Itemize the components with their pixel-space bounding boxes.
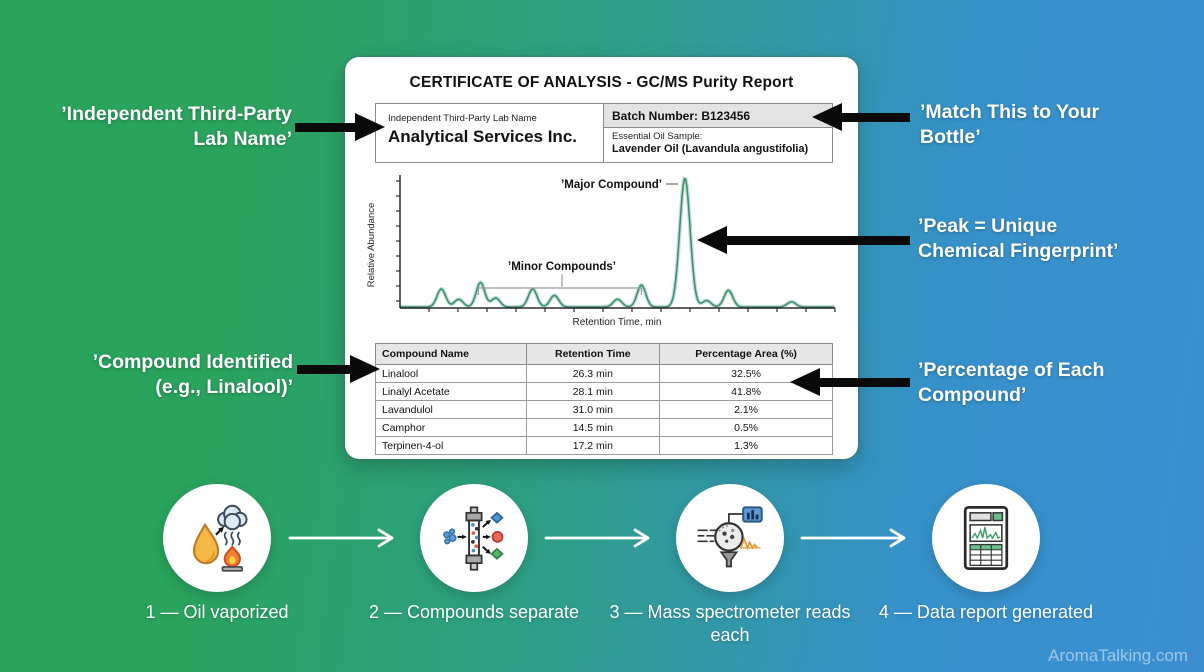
- step-3-label: 3 — Mass spectrometer reads each: [609, 602, 851, 645]
- table-cell: 2.1%: [659, 400, 833, 419]
- table-cell: 1.3%: [659, 436, 833, 455]
- minor-compounds-bracket: [477, 287, 643, 295]
- step-3-circle: [676, 484, 784, 592]
- table-cell: Camphor: [375, 418, 527, 437]
- table-cell: 26.3 min: [525, 364, 661, 383]
- minor-compounds-annotation: ’Minor Compounds’: [508, 261, 616, 273]
- table-cell: Linalool: [375, 364, 527, 383]
- table-cell: Linalyl Acetate: [375, 382, 527, 401]
- oil-vaporization-icon: [192, 504, 248, 572]
- table-cell: Lavandulol: [375, 400, 527, 419]
- step-2-label: 2 — Compounds separate: [368, 602, 580, 622]
- lab-label: Independent Third-Party Lab Name: [388, 113, 537, 124]
- sample-label: Essential Oil Sample:: [612, 131, 703, 142]
- y-ticks: [396, 180, 400, 302]
- watermark: AromaTalking.com: [1048, 646, 1188, 665]
- mass-spectrometer-icon: [697, 506, 763, 568]
- callout-compound-identified: ’Compound Identified (e.g., Linalool)’: [92, 351, 293, 398]
- arrow-to-percentage-column: [790, 368, 910, 396]
- column-header-compound: Compound Name: [375, 343, 527, 365]
- flow-arrow-3: [800, 528, 906, 548]
- x-axis-label: Retention Time, min: [573, 317, 662, 328]
- callout-peak-fingerprint: ’Peak = Unique Chemical Fingerprint’: [918, 215, 1119, 262]
- sample-value: Lavender Oil (Lavandula angustifolia): [612, 143, 809, 155]
- table-cell: 28.1 min: [525, 382, 661, 401]
- table-header-row: Compound Name Retention Time Percentage …: [375, 343, 833, 365]
- lab-name: Analytical Services Inc.: [388, 127, 577, 146]
- table-cell: Terpinen-4-ol: [375, 436, 527, 455]
- callout-percentage: ’Percentage of Each Compound’: [918, 359, 1105, 406]
- separation-column-icon: [443, 506, 504, 571]
- table-cell: 0.5%: [659, 418, 833, 437]
- flow-arrow-1: [288, 528, 394, 548]
- step-4-label: 4 — Data report generated: [878, 602, 1094, 622]
- certificate-title: CERTIFICATE OF ANALYSIS - GC/MS Purity R…: [409, 74, 794, 91]
- chromatogram-chart: ’Major Compound’ ’Minor Compounds’ Reten…: [360, 167, 848, 337]
- lab-cell: Independent Third-Party Lab Name Analyti…: [376, 104, 604, 162]
- y-axis-label: Relative Abundance: [366, 203, 377, 288]
- step-1-label: 1 — Oil vaporized: [145, 602, 289, 622]
- data-report-icon: [963, 506, 1009, 570]
- sample-cell: Batch Number: B123456 Essential Oil Samp…: [604, 104, 832, 162]
- certificate-header-box: Independent Third-Party Lab Name Analyti…: [375, 103, 833, 163]
- chromatogram-trace: [400, 177, 835, 308]
- table-cell: 14.5 min: [525, 418, 661, 437]
- step-2-circle: [420, 484, 528, 592]
- step-4-circle: [932, 484, 1040, 592]
- flow-arrow-2: [544, 528, 650, 548]
- major-compound-annotation: ’Major Compound’: [561, 179, 662, 191]
- step-1-circle: [163, 484, 271, 592]
- compound-table: Compound Name Retention Time Percentage …: [375, 343, 833, 455]
- column-header-percentage: Percentage Area (%): [659, 343, 833, 365]
- batch-number: Batch Number: B123456: [604, 104, 832, 128]
- table-cell: 17.2 min: [525, 436, 661, 455]
- arrow-to-lab-name: [295, 113, 385, 141]
- x-ticks: [428, 308, 836, 312]
- arrow-to-batch-number: [812, 103, 910, 131]
- certificate-card: CERTIFICATE OF ANALYSIS - GC/MS Purity R…: [345, 57, 858, 459]
- arrow-to-compound-row: [297, 355, 380, 383]
- callout-lab-name: ’Independent Third-Party Lab Name’: [61, 103, 292, 150]
- table-cell: 41.8%: [659, 382, 833, 401]
- callout-match-bottle: ’Match This to Your Bottle’: [920, 101, 1100, 148]
- table-cell: 31.0 min: [525, 400, 661, 419]
- arrow-to-major-peak: [697, 226, 910, 254]
- column-header-retention: Retention Time: [525, 343, 661, 365]
